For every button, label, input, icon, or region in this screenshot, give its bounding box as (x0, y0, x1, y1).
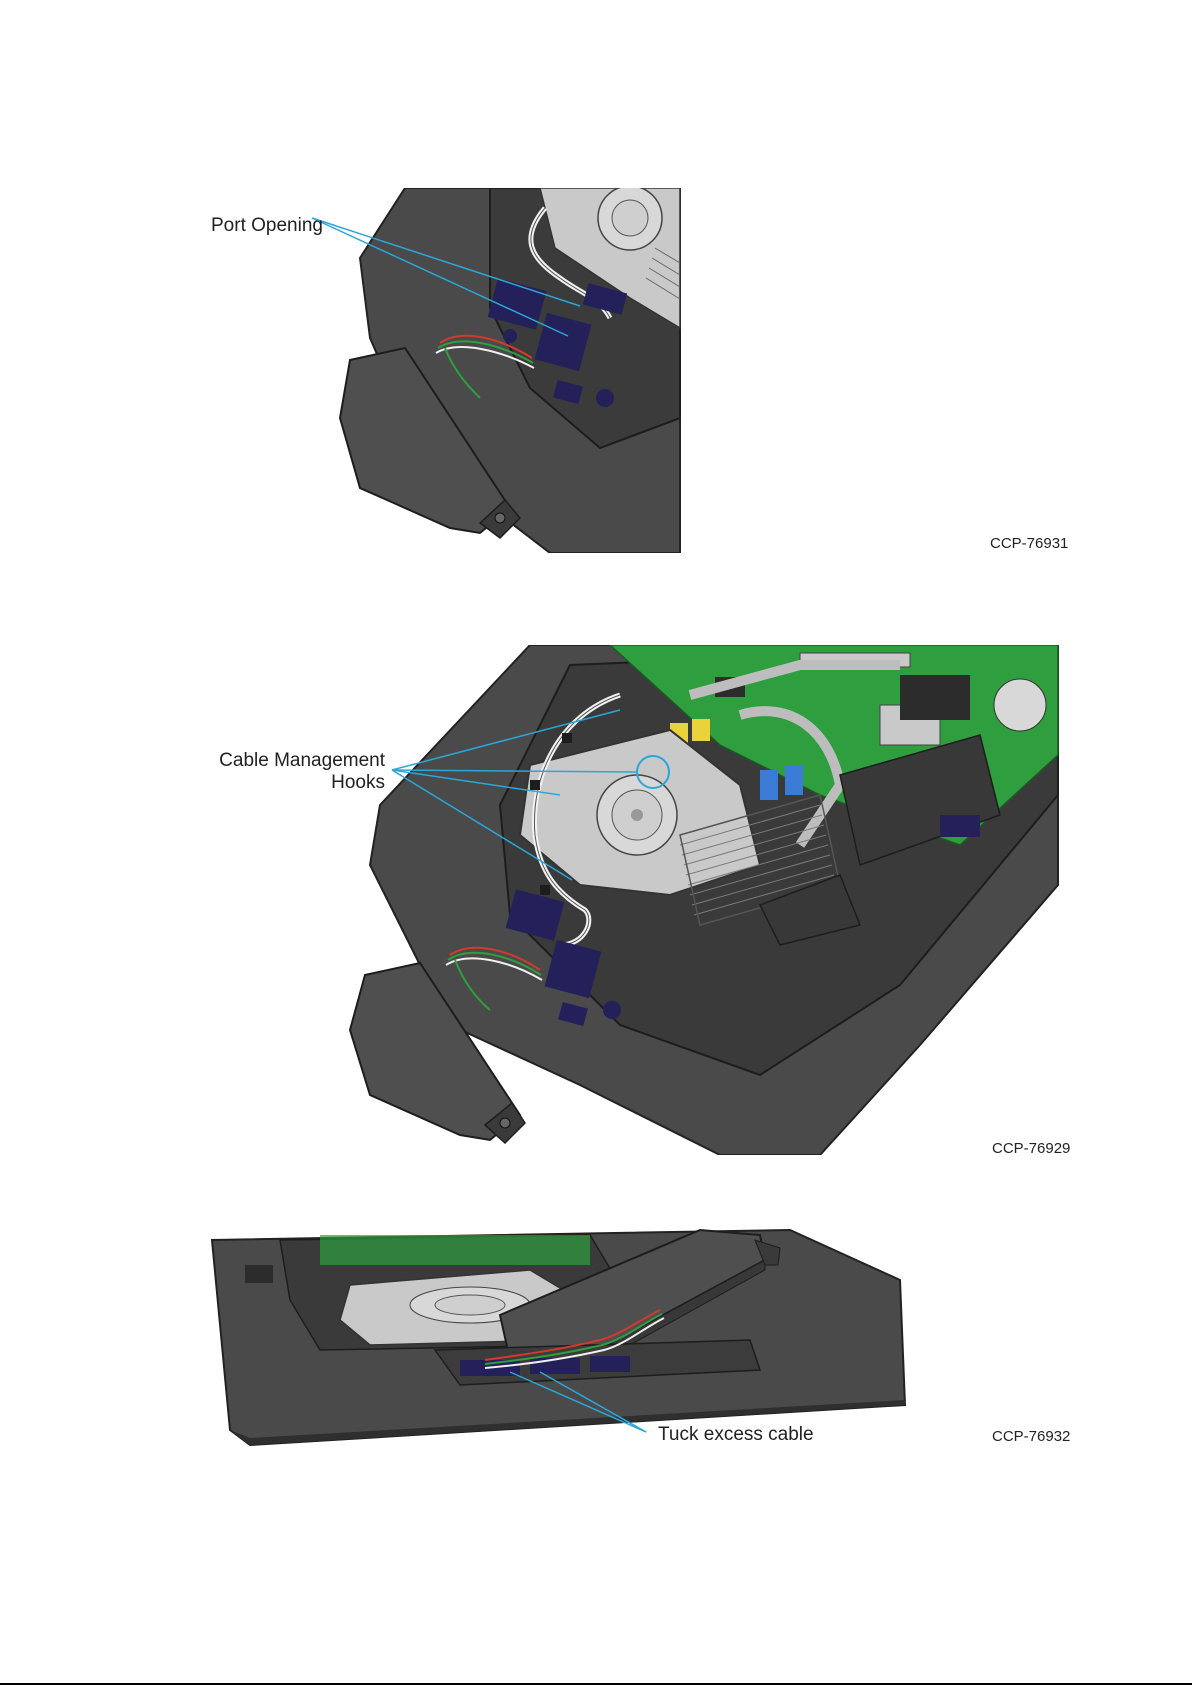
figure-port-opening-illustration (200, 188, 1080, 553)
callout-cable-management-line1: Cable Management (200, 750, 385, 772)
figure-port-opening (200, 188, 1080, 553)
figure-id-2: CCP-76929 (992, 1140, 1070, 1157)
callout-cable-management-line2: Hooks (200, 772, 385, 794)
callout-port-opening: Port Opening (211, 215, 323, 237)
figure-tuck-cable-illustration (200, 1210, 1080, 1450)
callout-tuck-excess-cable: Tuck excess cable (658, 1424, 814, 1446)
figure-cable-hooks (200, 645, 1080, 1155)
figure-cable-hooks-illustration (200, 645, 1080, 1155)
figure-id-3: CCP-76932 (992, 1428, 1070, 1445)
callout-cable-management: Cable Management Hooks (200, 750, 385, 794)
figure-tuck-cable (200, 1210, 1080, 1450)
figure-id-1: CCP-76931 (990, 535, 1068, 552)
